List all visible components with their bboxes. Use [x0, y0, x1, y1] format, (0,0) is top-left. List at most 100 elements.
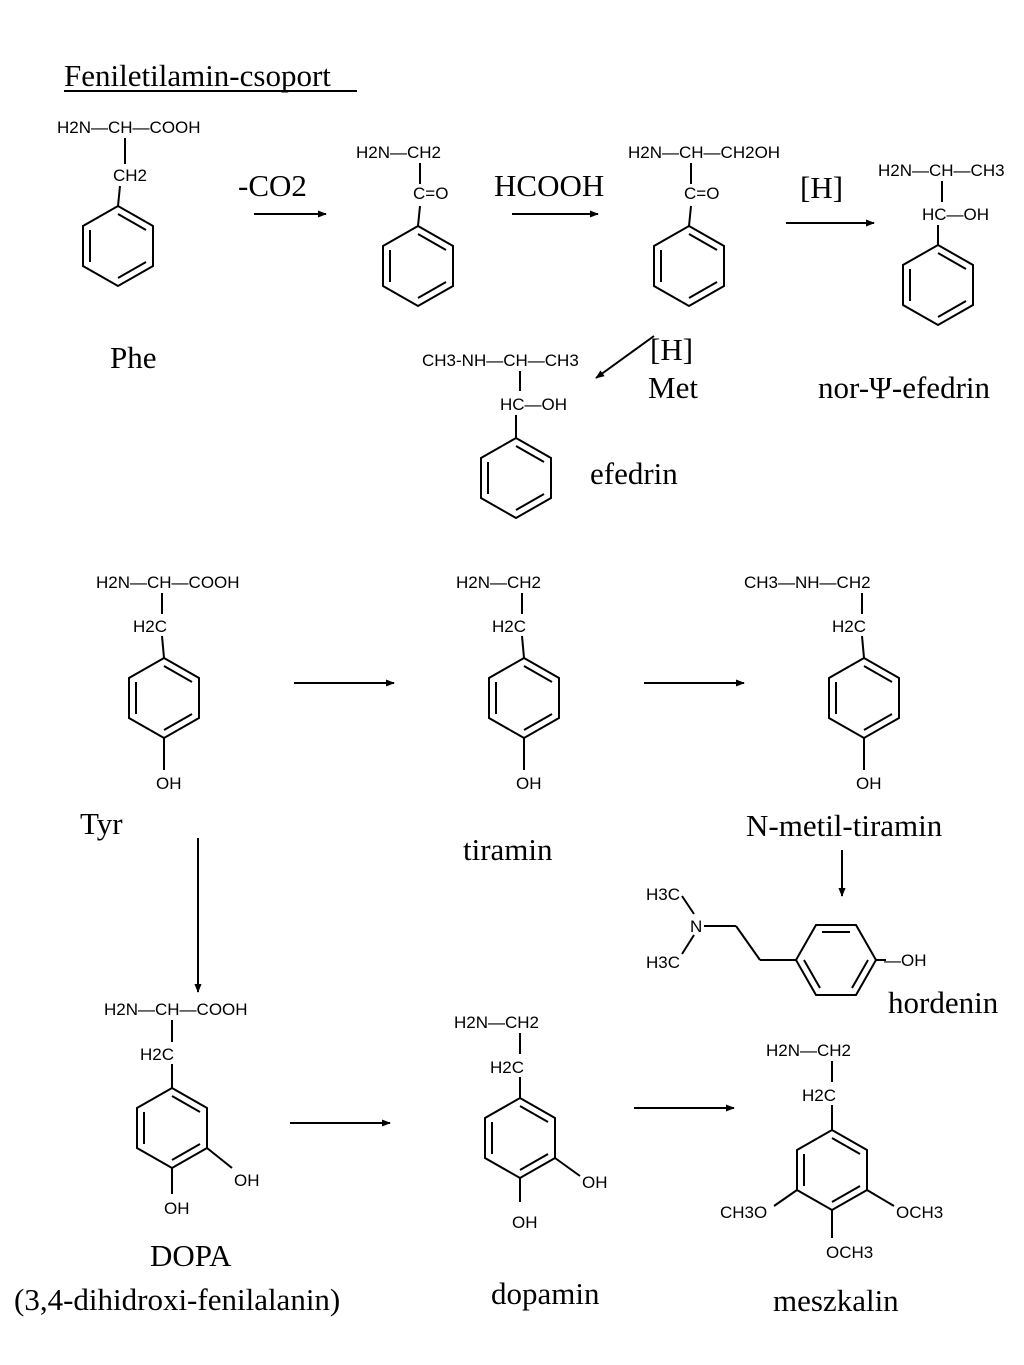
phe-name: Phe: [110, 340, 157, 375]
section-title: Feniletilamin-csoport: [64, 58, 331, 93]
nmetil-ring-double-1: [863, 665, 893, 683]
meszkalin-bond-ome3: [773, 1189, 798, 1207]
decarboxylation-label: -CO2: [238, 168, 307, 203]
c2-chain-label: H2N—CH2: [356, 143, 441, 162]
dopa-ring-double-2: [171, 1143, 201, 1161]
meszkalin-ome3-label: CH3O: [720, 1203, 767, 1222]
phe-ring-double-1: [117, 213, 147, 231]
phe-chain-label: H2N—CH—COOH: [57, 118, 201, 137]
n-metil-tiramin-name: N-metil-tiramin: [746, 808, 943, 843]
structure-tiramin: H2N—CH2 H2C OH: [456, 573, 560, 793]
meszkalin-ring-double-1: [831, 1137, 861, 1155]
c3-bond-2: [688, 205, 692, 227]
tiramin-h2c-label: H2C: [492, 617, 526, 636]
efedrin-benzene-ring: [480, 436, 552, 520]
meszkalin-ome5-label: OCH3: [896, 1203, 943, 1222]
c3-ring-double-2: [688, 281, 718, 299]
structure-hydroxyketone: H2N—CH—CH2OH C=O: [628, 143, 780, 308]
arrow-reduction-methylation: [595, 335, 655, 379]
structure-dopa: H2N—CH—COOH H2C OH OH: [104, 1000, 260, 1218]
methylation-label: Met: [648, 370, 698, 405]
tyr-benzene-ring: [128, 656, 200, 740]
nmetil-ring-double-2: [863, 713, 893, 731]
dopamin-oh3-label: OH: [582, 1173, 608, 1192]
dopa-bond-oh3: [206, 1147, 233, 1169]
structure-norpseudoephedrine: H2N—CH—CH3 HC—OH: [878, 161, 1005, 327]
tiramin-chain-label: H2N—CH2: [456, 573, 541, 592]
c2-benzene-ring: [382, 224, 454, 308]
dopamin-bond-oh3: [554, 1157, 581, 1177]
structure-efedrin: CH3-NH—CH—CH3 HC—OH: [422, 351, 579, 520]
hordenin-bond-c1-c2: [735, 925, 761, 961]
c3-chain-label: H2N—CH—CH2OH: [628, 143, 780, 162]
phe-benzene-ring: [82, 204, 154, 288]
norpse-ring-double-1: [937, 252, 967, 270]
dopa-full-name: (3,4-dihidroxi-fenilalanin): [14, 1282, 340, 1317]
dopa-oh3-label: OH: [234, 1171, 260, 1190]
meszkalin-h2c-label: H2C: [802, 1086, 836, 1105]
structure-dopamin: H2N—CH2 H2C OH OH: [454, 1013, 608, 1232]
dopamin-name: dopamin: [491, 1276, 600, 1311]
tiramin-oh-label: OH: [516, 774, 542, 793]
nmetil-oh-label: OH: [856, 774, 882, 793]
meszkalin-name: meszkalin: [773, 1283, 899, 1318]
hordenin-methyl-1: H3C: [646, 885, 680, 904]
meszkalin-benzene-ring: [796, 1128, 868, 1212]
efedrin-hc-label: HC—OH: [500, 395, 567, 414]
structure-tyr: H2N—CH—COOH H2C OH: [96, 573, 240, 793]
phe-bond-2: [117, 185, 121, 207]
dopamin-ring-double-2: [519, 1153, 549, 1171]
structure-meszkalin: H2N—CH2 H2C CH3O OCH3 OCH3: [720, 1041, 943, 1262]
norpse-chain-label: H2N—CH—CH3: [878, 161, 1005, 180]
structure-hordenin: H3C N H3C —OH: [646, 885, 927, 996]
c3-benzene-ring: [653, 224, 725, 308]
nmetil-benzene-ring: [828, 656, 900, 740]
phe-ring-double-2: [117, 261, 147, 279]
hordenin-bond-me2: [681, 934, 695, 955]
structure-n-metil-tiramin: CH3—NH—CH2 H2C OH: [744, 573, 900, 793]
dopa-name: DOPA: [150, 1238, 232, 1273]
hordenin-n-label: N: [690, 917, 702, 936]
structure-phe: H2N—CH—COOH CH2: [57, 118, 201, 288]
meszkalin-chain-label: H2N—CH2: [766, 1041, 851, 1060]
hordenin-bond-me1: [681, 895, 695, 915]
tyr-ring-double-1: [163, 665, 193, 683]
tiramin-ring-double-2: [523, 713, 553, 731]
efedrin-ring-double-1: [515, 445, 545, 463]
tyr-chain-label: H2N—CH—COOH: [96, 573, 240, 592]
dopa-h2c-label: H2C: [140, 1045, 174, 1064]
dopamin-benzene-ring: [484, 1096, 556, 1180]
hordenin-oh-label: —OH: [884, 951, 927, 970]
tyr-ring-double-2: [163, 713, 193, 731]
norpse-ring-double-2: [937, 300, 967, 318]
tiramin-ring-double-1: [523, 665, 553, 683]
norpseudoephedrine-name: nor-Ψ-efedrin: [818, 370, 990, 405]
dopa-chain-label: H2N—CH—COOH: [104, 1000, 248, 1019]
reduction-label-1: [H]: [800, 170, 843, 205]
phe-ch2-label: CH2: [113, 166, 147, 185]
meszkalin-bond-ome5: [866, 1189, 895, 1207]
c2-ring-double-1: [417, 233, 447, 251]
nmetil-h2c-label: H2C: [832, 617, 866, 636]
norpse-benzene-ring: [902, 243, 974, 327]
tyr-name: Tyr: [80, 806, 123, 841]
c3-ring-double-1: [688, 233, 718, 251]
tiramin-benzene-ring: [488, 656, 560, 740]
dopamin-oh4-label: OH: [512, 1213, 538, 1232]
structure-aminoketone: H2N—CH2 C=O: [356, 143, 454, 308]
reduction-label-2: [H]: [650, 332, 693, 367]
efedrin-name: efedrin: [590, 456, 678, 491]
dopamin-ring-double-1: [519, 1105, 549, 1123]
hordenin-ring-double-2: [851, 959, 869, 989]
meszkalin-ome4-label: OCH3: [826, 1243, 873, 1262]
efedrin-ring-double-2: [515, 493, 545, 511]
c2-ring-double-2: [417, 281, 447, 299]
c3-carbonyl-label: C=O: [684, 184, 719, 203]
norpse-hc-label: HC—OH: [922, 205, 989, 224]
dopamin-chain-label: H2N—CH2: [454, 1013, 539, 1032]
tyr-h2c-label: H2C: [133, 617, 167, 636]
hcooh-label: HCOOH: [494, 168, 604, 203]
tyr-bond-2: [161, 635, 165, 659]
efedrin-chain-label: CH3-NH—CH—CH3: [422, 351, 579, 370]
